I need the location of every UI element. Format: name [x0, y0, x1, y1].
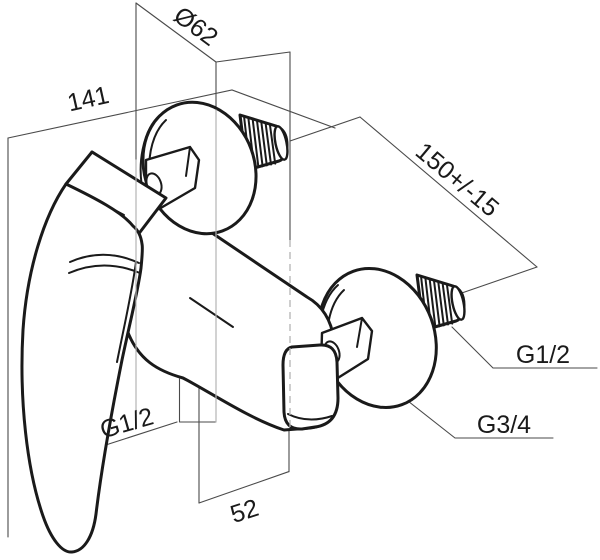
bottom-nut-facet	[356, 317, 363, 348]
body-accent-line	[189, 297, 234, 328]
label-distance-150: 150+/-15	[410, 137, 504, 222]
label-width-141: 141	[65, 81, 112, 117]
handle-neck-ridge-2	[68, 264, 141, 274]
extension-150-bottom	[455, 266, 538, 296]
label-union-thread-g34: G3/4	[477, 411, 531, 439]
dimension-line-d62	[135, 2, 217, 63]
thread-line	[251, 117, 260, 169]
plane-top-edge	[215, 51, 291, 63]
dimension-line-141	[7, 89, 336, 139]
construction-lines	[7, 2, 598, 538]
hidden-construction-lines	[135, 109, 291, 428]
thread-line	[264, 121, 272, 166]
thread-line	[260, 120, 268, 167]
thread-line	[268, 122, 277, 165]
thread-line	[432, 278, 441, 328]
outlet-cap-edge	[287, 413, 333, 421]
thread-line	[255, 118, 264, 168]
thread-line	[445, 282, 454, 325]
mixer-body-group	[20, 100, 466, 554]
top-nut-facet	[185, 146, 191, 177]
outlet-cap	[281, 343, 340, 431]
leader-wall-thread	[451, 326, 598, 369]
dimension-line-150	[359, 116, 538, 268]
extension-150-top	[289, 116, 361, 142]
thread-line	[437, 280, 445, 327]
label-depth-52: 52	[227, 494, 262, 529]
dimension-line-52	[198, 471, 290, 504]
label-wall-thread-g12: G1/2	[516, 341, 570, 369]
bottom-thread-tip	[450, 285, 466, 321]
label-diameter-62: Ø62	[168, 1, 223, 52]
top-thread-tip	[273, 125, 289, 161]
handle-lever-blade	[20, 182, 144, 554]
thread-line	[428, 277, 437, 329]
thread-line	[441, 281, 449, 326]
handle-neck-ridge-1	[69, 253, 140, 264]
